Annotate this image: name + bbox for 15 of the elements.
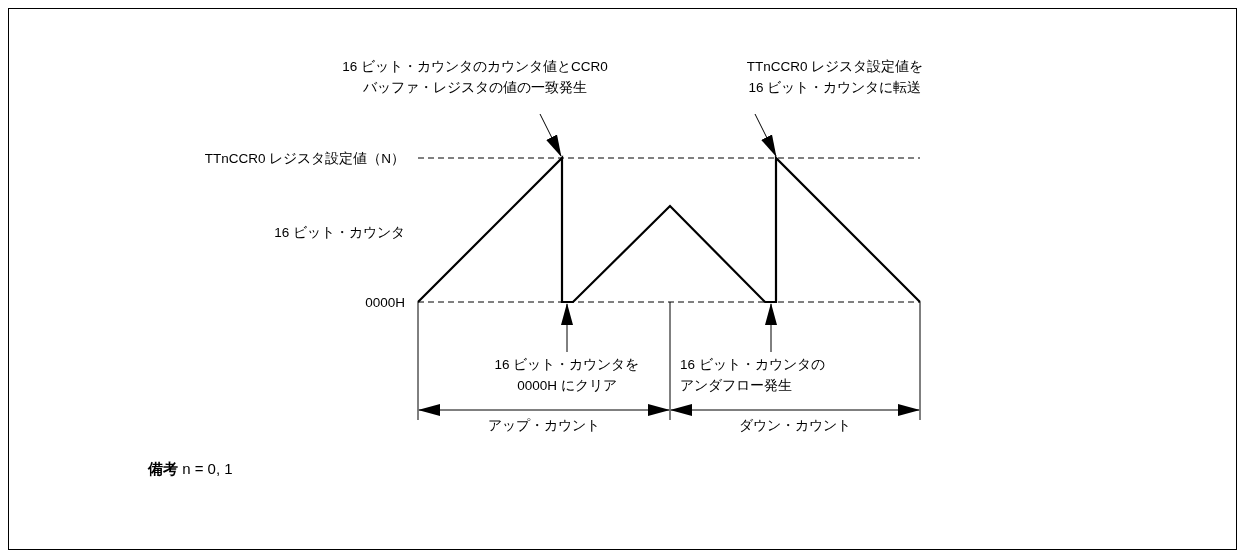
axis-label: TTnCCR0 レジスタ設定値（N） <box>204 150 405 168</box>
callout-text: 16 ビット・カウンタのカウンタ値とCCR0 バッファ・レジスタの値の一致発生 <box>335 56 615 98</box>
counter-waveform <box>417 155 921 304</box>
leader-arrow <box>754 113 777 157</box>
callout-text: 16 ビット・カウンタを0000H にクリア <box>490 354 644 396</box>
callout-text: 16 ビット・カウンタのアンダフロー発生 <box>680 354 834 396</box>
dimension-label: アップ・カウント <box>488 417 600 435</box>
axis-label: 16 ビット・カウンタ <box>274 224 405 242</box>
leader-arrow <box>561 303 573 353</box>
leader-arrow <box>765 303 777 353</box>
note-text: 備考 n = 0, 1 <box>148 459 233 479</box>
leader-arrow <box>539 113 562 157</box>
callout-text: TTnCCR0 レジスタ設定値を16 ビット・カウンタに転送 <box>745 56 925 98</box>
axis-label: 0000H <box>365 294 405 312</box>
dimension-label: ダウン・カウント <box>739 417 851 435</box>
